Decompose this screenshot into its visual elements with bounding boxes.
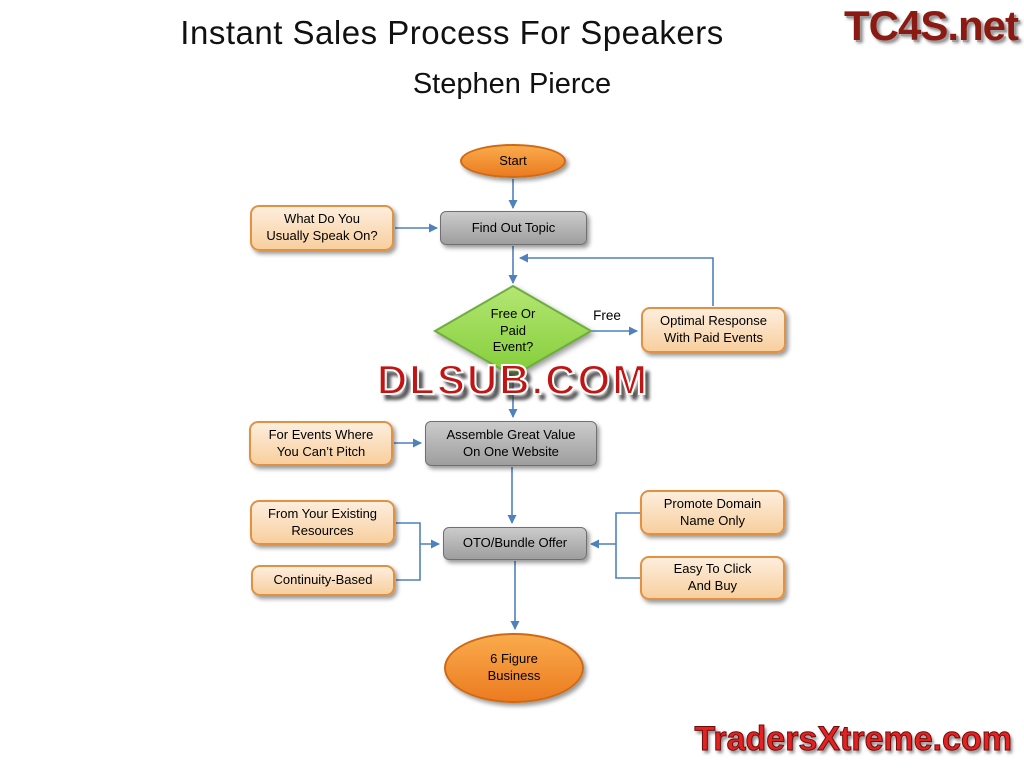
- edge-label-free: Free: [593, 308, 621, 323]
- edge-optimal-loopback: [519, 253, 714, 306]
- watermark-tc4s: TC4S.net: [843, 2, 1019, 49]
- node-free-or-paid-decision: Free Or Paid Event?: [490, 306, 536, 355]
- bracket-left: [396, 522, 421, 581]
- node-easy-to-click: Easy To Click And Buy: [640, 556, 785, 600]
- node-continuity-based: Continuity-Based: [251, 565, 395, 596]
- node-what-do-you-speak: What Do You Usually Speak On?: [250, 205, 394, 251]
- node-optimal-response: Optimal Response With Paid Events: [641, 307, 786, 353]
- node-for-events: For Events Where You Can’t Pitch: [249, 421, 393, 466]
- watermark-tradersxtreme: TradersXtreme.com: [694, 720, 1012, 759]
- watermark-dlsub: DLSUB.COM: [376, 355, 650, 404]
- node-oto-bundle-offer: OTO/Bundle Offer: [443, 527, 587, 560]
- page-title: Instant Sales Process For Speakers: [180, 14, 724, 51]
- node-start: Start: [460, 144, 566, 178]
- node-six-figure-business: 6 Figure Business: [444, 633, 584, 703]
- bracket-right: [615, 512, 640, 579]
- node-assemble-value: Assemble Great Value On One Website: [425, 421, 597, 466]
- node-promote-domain: Promote Domain Name Only: [640, 490, 785, 535]
- decision-diamond-shape: [432, 284, 594, 378]
- page-subtitle: Stephen Pierce: [412, 68, 612, 100]
- node-from-resources: From Your Existing Resources: [250, 500, 395, 545]
- node-find-out-topic: Find Out Topic: [440, 211, 587, 245]
